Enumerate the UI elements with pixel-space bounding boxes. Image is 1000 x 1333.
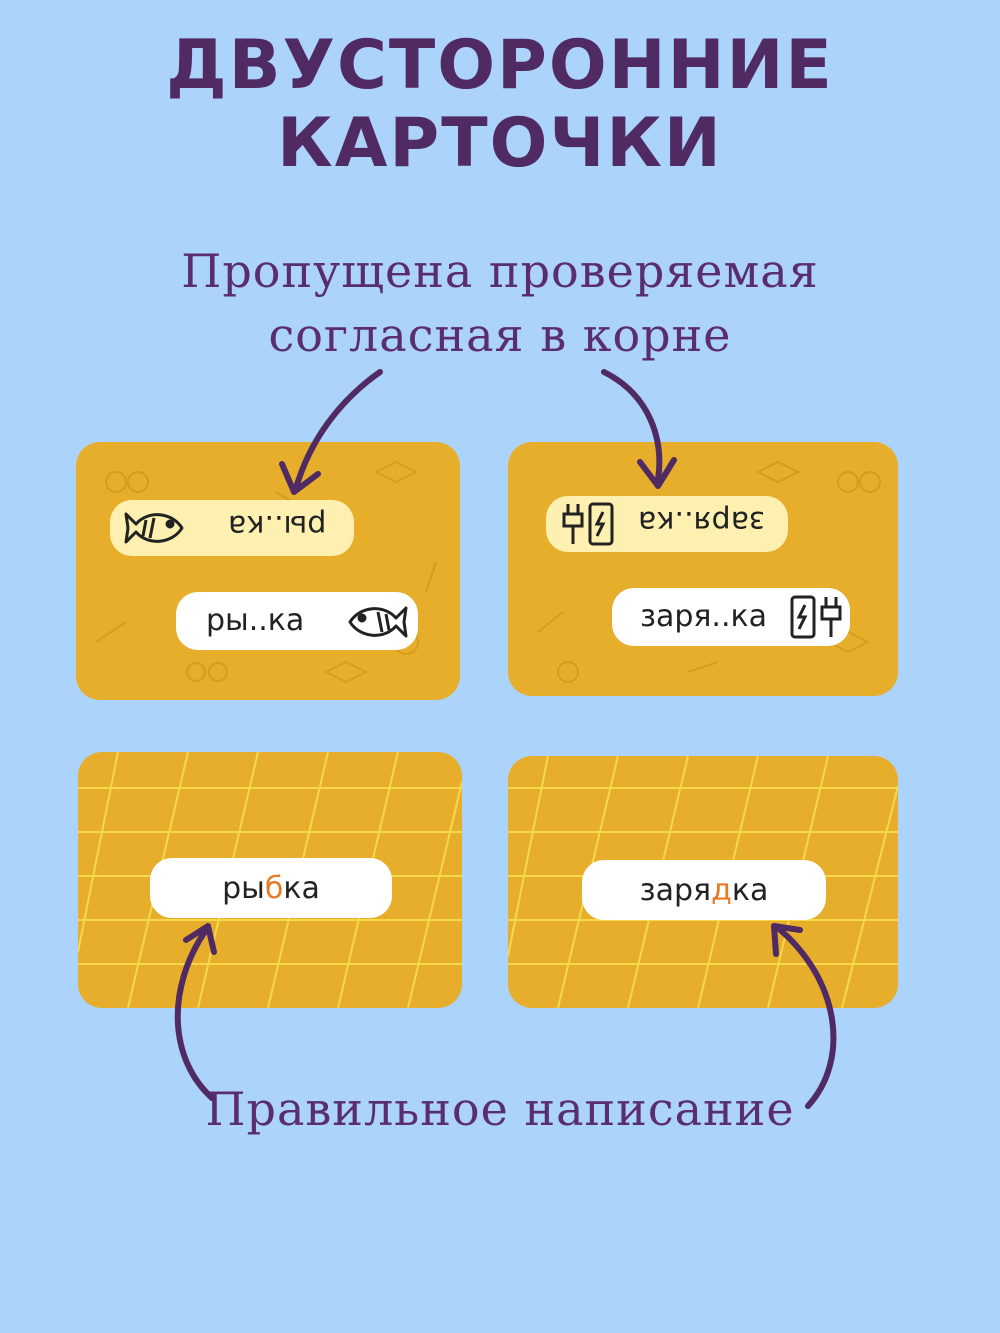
- answer-word: зарядка: [640, 873, 769, 908]
- answer-prefix: заря: [639, 872, 712, 908]
- answer-highlight-letter: д: [711, 872, 732, 908]
- fish-icon: [124, 512, 184, 544]
- card-front-battery: заря..ка заря..ка: [508, 442, 898, 696]
- answer-suffix: ка: [731, 872, 769, 908]
- arrow-top-left: [293, 369, 383, 491]
- fish-icon: [348, 606, 408, 638]
- arrow-bottom-left: [174, 927, 215, 1101]
- card-back-fish: рыбка: [78, 752, 462, 1008]
- arrow-bottom-right: [775, 925, 837, 1109]
- card-back-battery: зарядка: [508, 756, 898, 1008]
- word: заря..ка: [640, 599, 768, 634]
- title-line-2: КАРТОЧКИ: [277, 104, 723, 183]
- arrow-top-left-head: [279, 461, 321, 495]
- arrow-top-right-head: [637, 457, 677, 489]
- title-line-1: ДВУСТОРОННИЕ: [166, 26, 834, 105]
- annotation-bottom: Правильное написание: [205, 1082, 795, 1136]
- answer-bubble: зарядка: [582, 860, 826, 920]
- word-bubble: заря..ка: [612, 588, 850, 646]
- answer-highlight-letter: б: [264, 870, 284, 906]
- arrow-bottom-left-head: [183, 923, 217, 955]
- answer-bubble: рыбка: [150, 858, 392, 918]
- battery-plug-icon: [790, 595, 842, 639]
- arrow-top-right: [601, 369, 663, 483]
- arrow-bottom-right-head: [771, 923, 803, 957]
- card-front-fish: ры..ка ры..ка: [76, 442, 460, 700]
- word-bubble-upside-down: ры..ка: [110, 500, 354, 556]
- battery-plug-icon: [562, 502, 614, 546]
- annotation-top-line-2: согласная в корне: [268, 308, 732, 362]
- answer-prefix: ры: [222, 870, 265, 906]
- word: ры..ка: [206, 603, 305, 638]
- word-bubble-upside-down: заря..ка: [546, 496, 788, 552]
- word-bubble: ры..ка: [176, 592, 418, 650]
- answer-suffix: ка: [283, 870, 320, 906]
- answer-word: рыбка: [222, 871, 320, 906]
- annotation-top-line-1: Пропущена проверяемая: [181, 244, 819, 298]
